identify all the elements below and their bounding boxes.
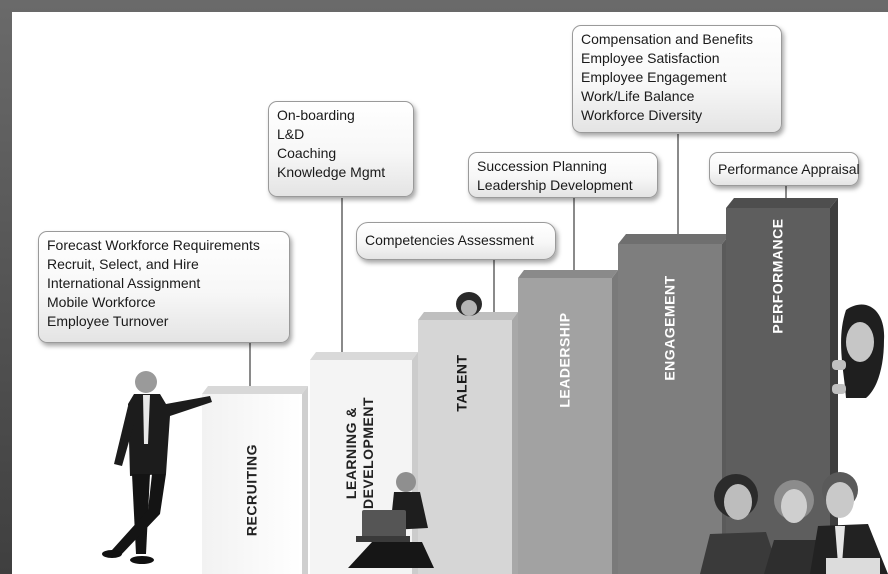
callout-learning: On-boarding L&D Coaching Knowledge Mgmt: [268, 101, 414, 197]
callout-talent: Competencies Assessment: [356, 222, 556, 260]
callout-recruiting-item-4: Mobile Workforce: [47, 294, 156, 310]
callout-leadership-item-2: Leadership Development: [477, 177, 633, 193]
callout-performance-item-1: Performance Appraisal: [718, 161, 860, 177]
diagram-canvas: RECRUITING LEARNING & DEVELOPMENT TALENT…: [12, 12, 888, 574]
callout-engagement-item-3: Employee Engagement: [581, 69, 727, 85]
pillar-leadership: LEADERSHIP: [518, 270, 618, 574]
pillar-leadership-shape: [518, 270, 618, 574]
callout-learning-item-2: L&D: [277, 126, 305, 142]
callout-recruiting-item-2: Recruit, Select, and Hire: [47, 256, 199, 272]
callout-performance: Performance Appraisal: [709, 152, 860, 186]
pillar-recruiting-label: RECRUITING: [243, 443, 260, 537]
callout-leadership-item-1: Succession Planning: [477, 158, 607, 174]
callout-engagement: Compensation and Benefits Employee Satis…: [572, 25, 782, 133]
business-team-group-figure: [700, 472, 888, 574]
stem-recruiting: [249, 342, 251, 394]
callout-engagement-item-2: Employee Satisfaction: [581, 50, 720, 66]
callout-engagement-item-5: Workforce Diversity: [581, 107, 703, 123]
callout-engagement-item-4: Work/Life Balance: [581, 88, 695, 104]
pillar-recruiting-shape: [202, 386, 308, 574]
stem-learning: [341, 198, 343, 358]
callout-talent-item-1: Competencies Assessment: [365, 232, 534, 248]
callout-learning-item-4: Knowledge Mgmt: [277, 164, 386, 180]
pillar-engagement: ENGAGEMENT: [618, 234, 730, 574]
pillar-performance-label: PERFORMANCE: [769, 218, 786, 334]
callout-recruiting: Forecast Workforce Requirements Recruit,…: [38, 231, 290, 343]
pillar-recruiting: RECRUITING: [202, 386, 308, 574]
callout-leadership: Succession Planning Leadership Developme…: [468, 152, 658, 198]
callout-recruiting-item-3: International Assignment: [47, 275, 201, 291]
businessman-leaning-figure: [102, 371, 212, 564]
pillar-talent: TALENT: [418, 312, 518, 574]
stem-leadership: [573, 198, 575, 272]
pillar-engagement-shape: [618, 234, 730, 574]
stem-engagement: [677, 134, 679, 244]
callout-recruiting-item-5: Employee Turnover: [47, 313, 169, 329]
man-with-laptop-figure: [348, 472, 434, 568]
pillar-engagement-label: ENGAGEMENT: [661, 275, 678, 381]
pillar-leadership-label: LEADERSHIP: [556, 312, 573, 408]
callout-learning-item-1: On-boarding: [277, 107, 355, 123]
callout-engagement-item-1: Compensation and Benefits: [581, 31, 753, 47]
woman-peeking-talent-figure: [456, 292, 482, 316]
callout-learning-item-3: Coaching: [277, 145, 337, 161]
pillar-talent-shape: [418, 312, 518, 574]
callout-recruiting-item-1: Forecast Workforce Requirements: [47, 237, 260, 253]
stem-performance: [785, 186, 787, 208]
pillar-talent-label: TALENT: [453, 354, 470, 412]
woman-peeking-performance-figure: [832, 304, 885, 398]
stem-talent: [493, 260, 495, 328]
